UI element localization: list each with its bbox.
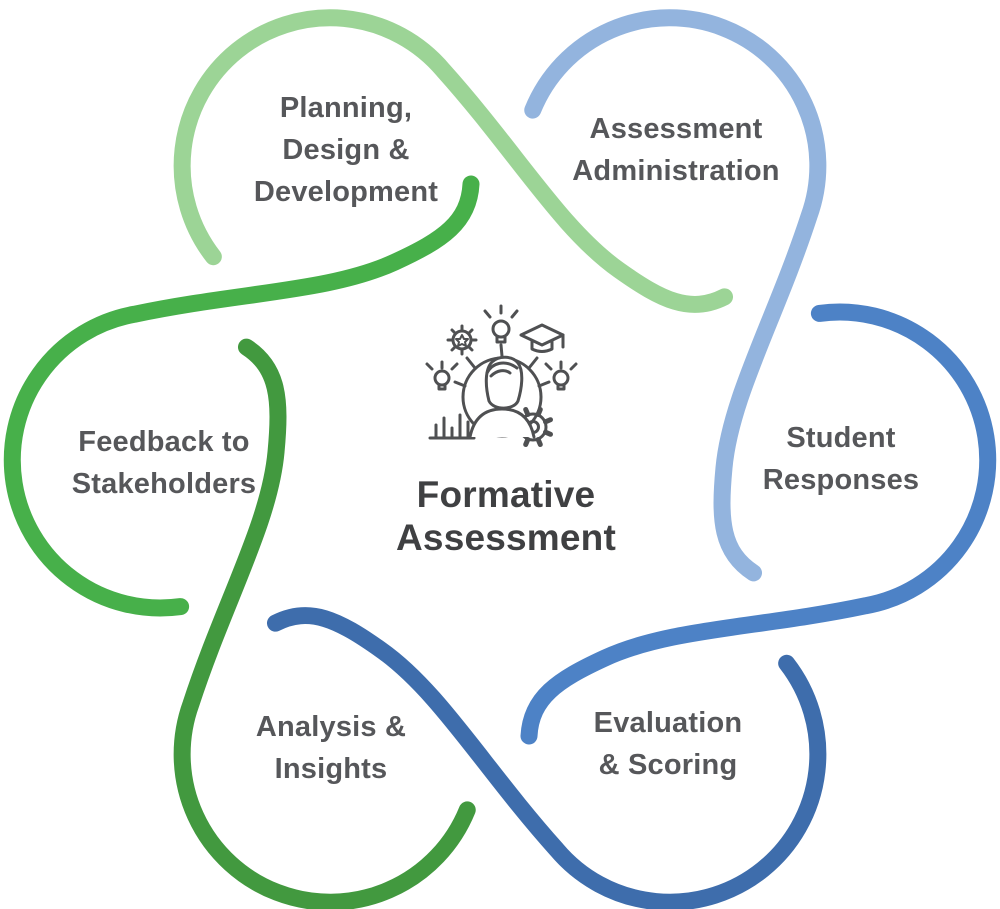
gear-icon (446, 324, 478, 356)
node-label-line: Development (253, 176, 439, 209)
node-label-line: Administration (572, 155, 780, 187)
node-label-line: Feedback to (78, 425, 250, 458)
lightbulb-icon (544, 360, 578, 391)
center-title-line: Assessment (395, 517, 617, 558)
lightbulb-icon (483, 304, 519, 344)
node-label-planning-design-development: Planning, Design & Development (254, 87, 438, 213)
node-label-line: Evaluation (593, 706, 743, 739)
icon-spokes (453, 343, 551, 388)
bar-chart-icon (428, 413, 476, 440)
node-label-line: Planning, (279, 91, 413, 124)
node-label-line: Responses (762, 464, 920, 496)
node-label-line: Stakeholders (71, 468, 257, 500)
center-icon (425, 304, 578, 447)
center-title: Formative Assessment (396, 474, 616, 560)
lightbulb-icon (425, 360, 459, 391)
person-icon (468, 355, 536, 439)
node-label-line: Design & (282, 133, 410, 166)
node-label-feedback-to-stakeholders: Feedback to Stakeholders (72, 421, 257, 505)
node-label-analysis-insights: Analysis & Insights (256, 706, 406, 790)
node-label-assessment-administration: Assessment Administration (572, 108, 779, 192)
node-label-line: Analysis & (255, 710, 407, 743)
center-title-line: Formative (416, 474, 596, 516)
node-label-line: & Scoring (598, 749, 738, 781)
node-label-evaluation-scoring: Evaluation & Scoring (594, 702, 743, 786)
node-label-line: Insights (274, 753, 388, 785)
node-label-line: Student (786, 421, 896, 454)
node-label-student-responses: Student Responses (763, 417, 920, 501)
graduation-cap-icon (519, 323, 565, 353)
node-label-line: Assessment (589, 112, 763, 145)
